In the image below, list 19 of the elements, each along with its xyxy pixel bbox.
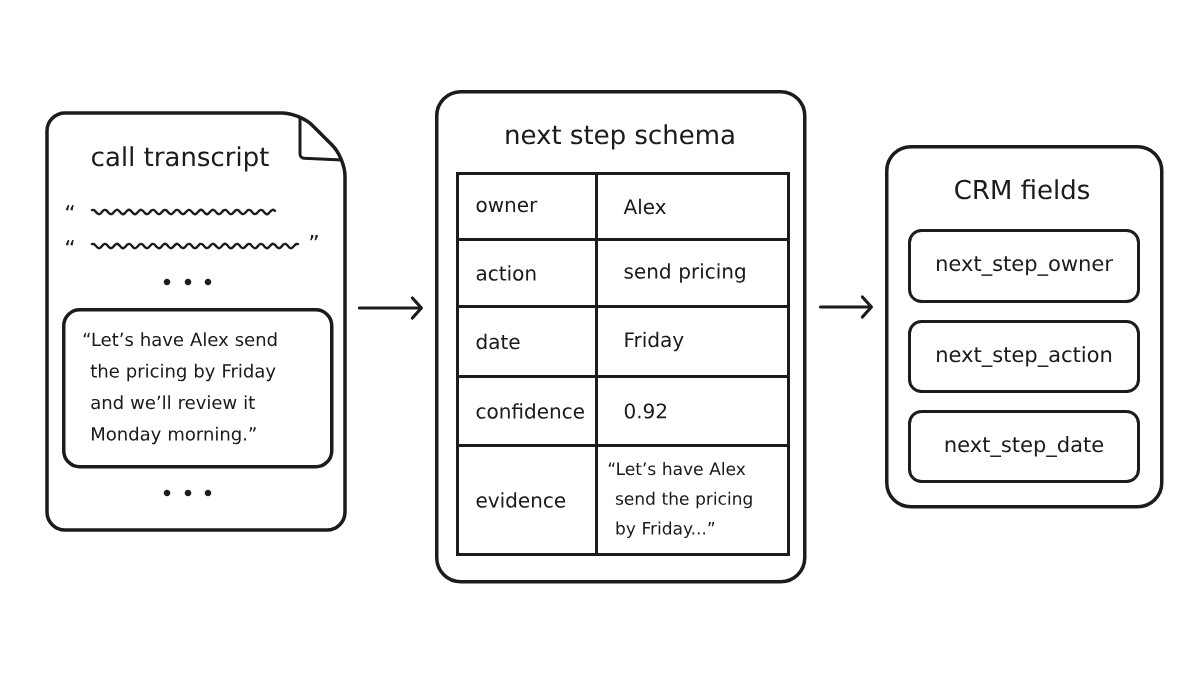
- arrow: [818, 295, 873, 319]
- field-box: next_step_action: [908, 320, 1140, 393]
- table-cell: evidence: [456, 444, 598, 556]
- quote-mark: “: [66, 204, 74, 211]
- table-cell: owner: [456, 172, 598, 241]
- field-box: next_step_date: [908, 410, 1140, 483]
- table-cell: date: [456, 305, 598, 378]
- field-box: next_step_owner: [908, 229, 1140, 303]
- table-cell: confidence: [456, 375, 598, 447]
- quote-mark: “: [66, 239, 74, 246]
- table-cell: Alex: [595, 172, 790, 241]
- arrow: [357, 296, 423, 320]
- table-cell: action: [456, 238, 598, 308]
- table-cell: “Let’s have Alex send the pricing by Friday...”: [595, 444, 790, 556]
- table-cell: Friday: [595, 305, 790, 378]
- quote-mark: ”: [310, 234, 318, 241]
- table-cell: send pricing: [595, 238, 790, 308]
- table-cell: 0.92: [595, 375, 790, 447]
- quote-box: “Let’s have Alex send the pricing by Friday and we’ll review it Monday morning.”: [62, 308, 334, 469]
